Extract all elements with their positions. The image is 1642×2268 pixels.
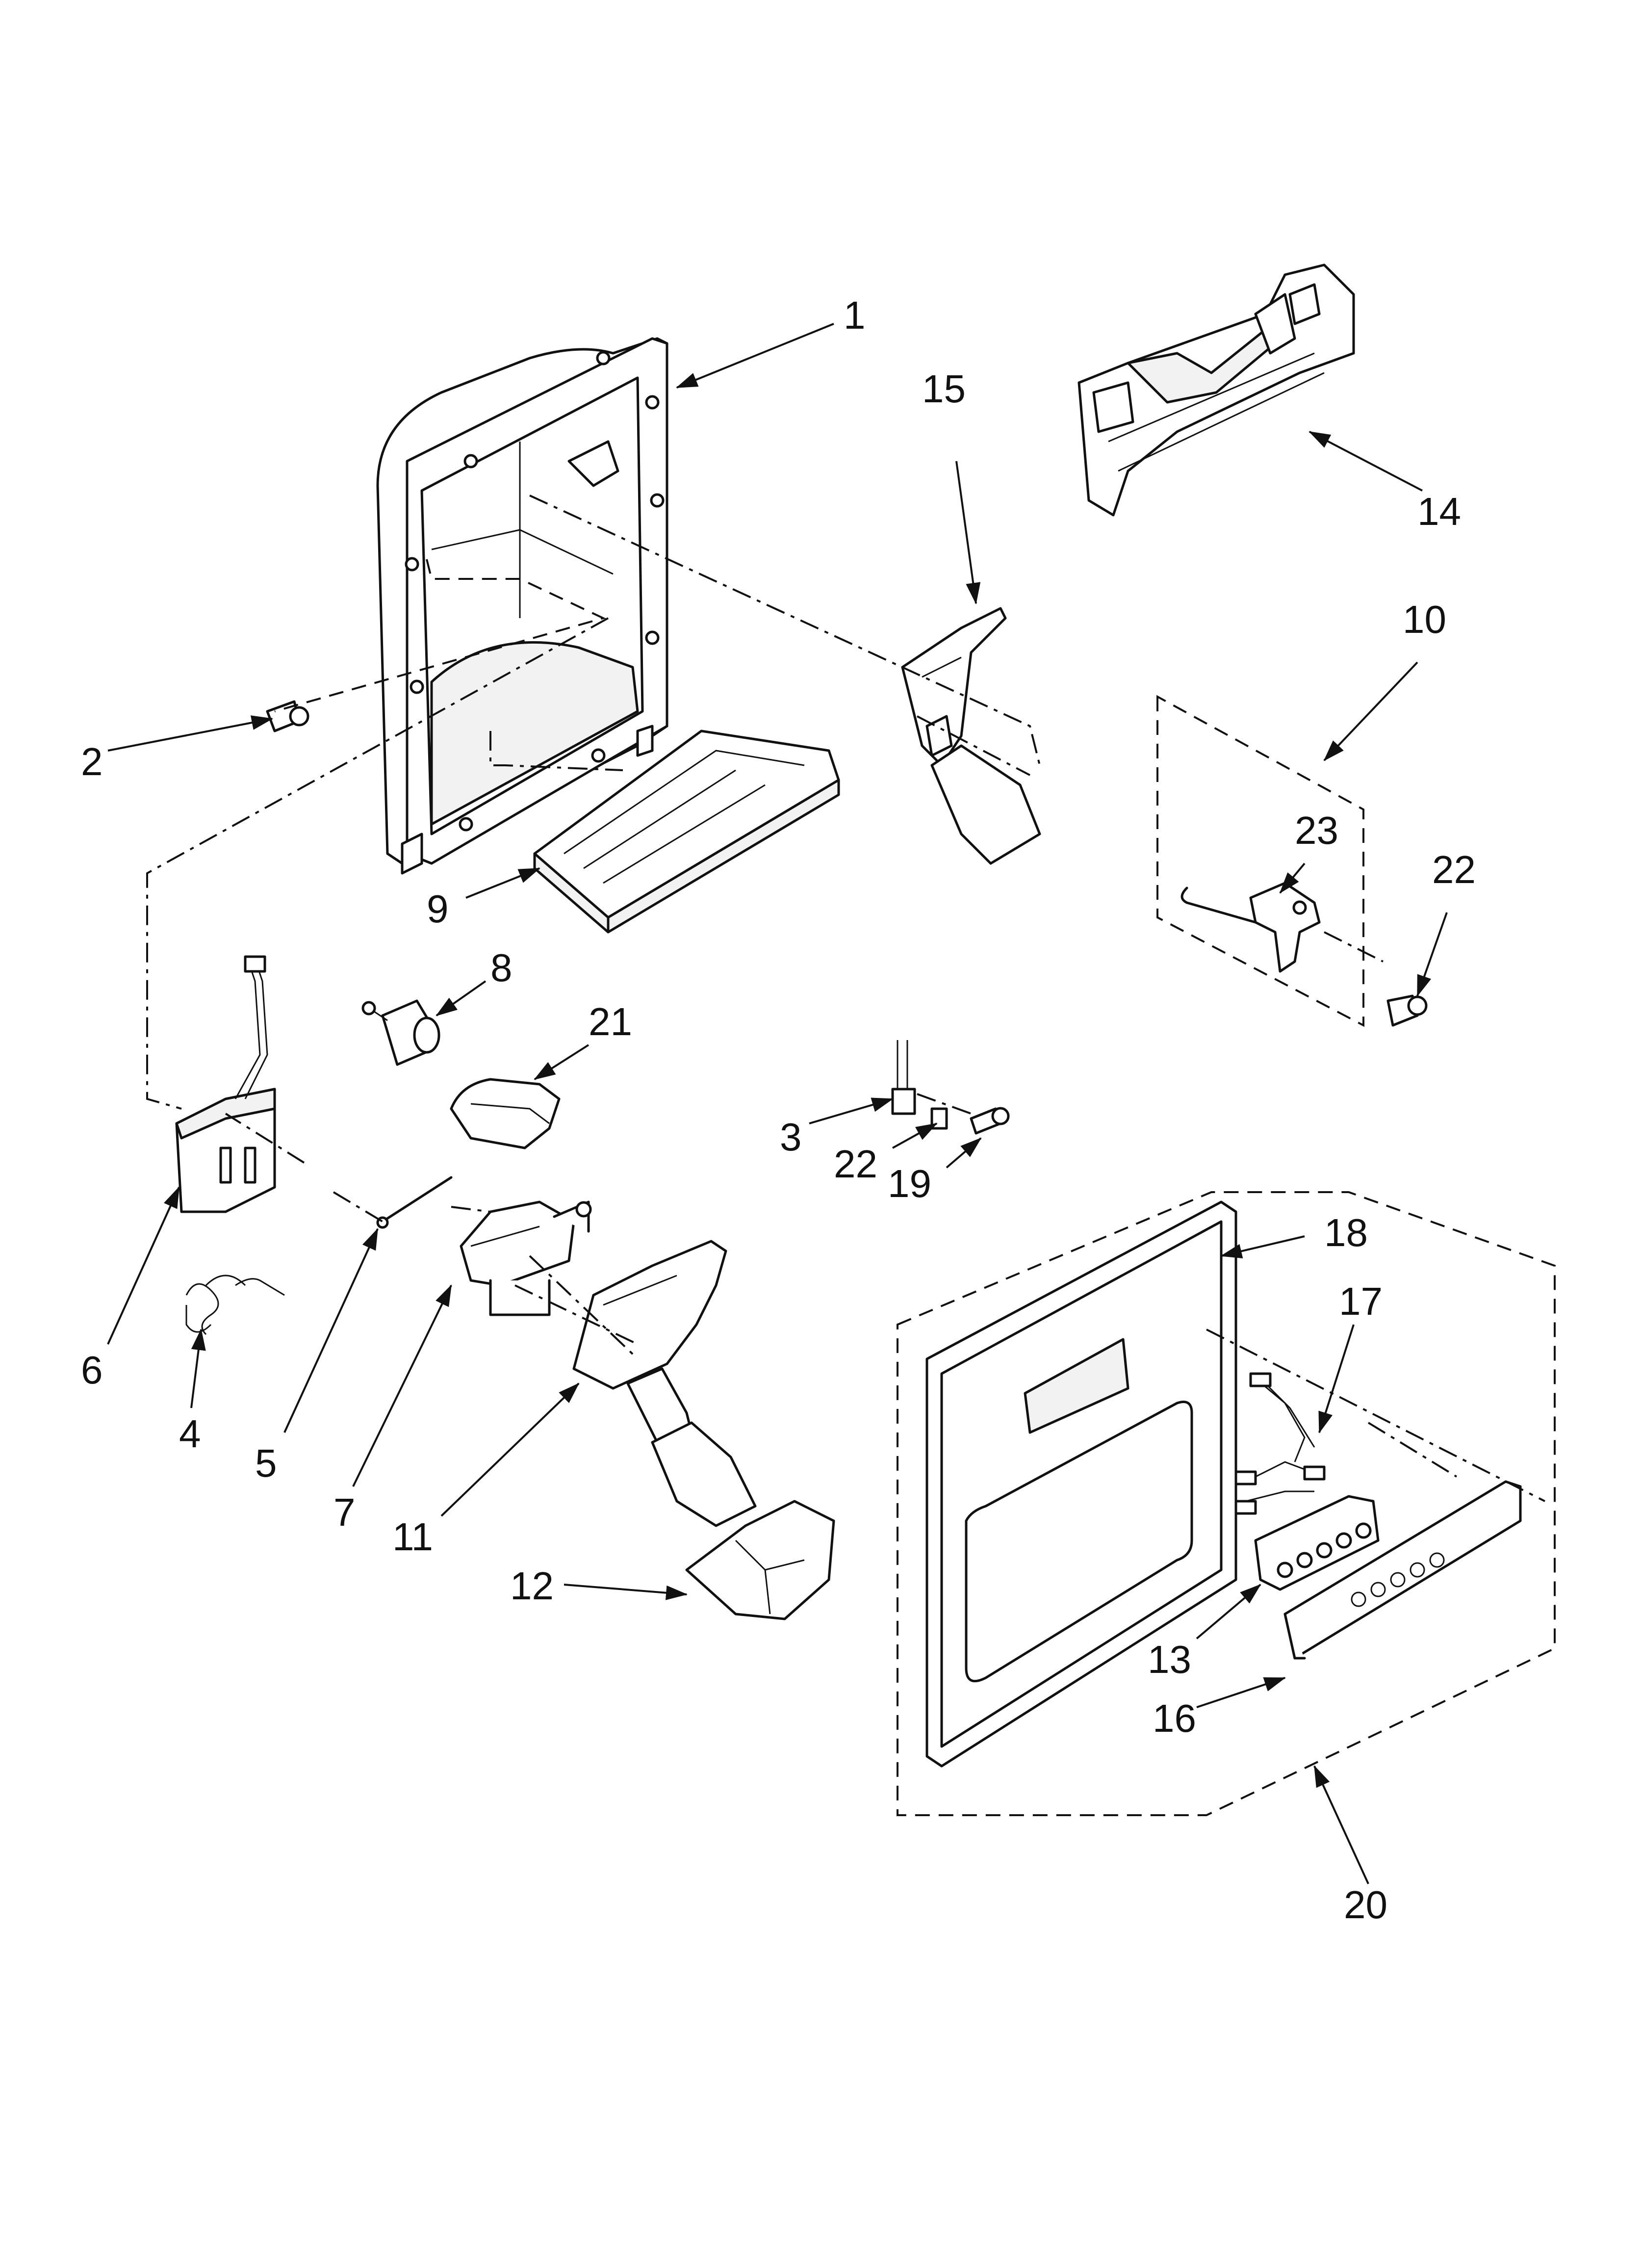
callout-labels: 1 2 3 4 5 6 7 8 9 10 11 12 13 14 15 16 1…: [81, 293, 1476, 1927]
callout-3: 3: [780, 1115, 802, 1159]
callout-23: 23: [1295, 808, 1338, 852]
drip-tray-part: [533, 730, 840, 934]
screw-2-part: [266, 700, 309, 732]
lever-switch-group: [1156, 695, 1384, 1027]
switch-part: [175, 955, 276, 1213]
ice-lever-part: [572, 1240, 757, 1527]
callout-19: 19: [888, 1162, 931, 1205]
callout-10: 10: [1403, 598, 1446, 641]
callout-16: 16: [1153, 1696, 1196, 1740]
actuator-part: [460, 1200, 592, 1316]
small-hardware-parts: [891, 1040, 1010, 1135]
callout-5: 5: [255, 1441, 277, 1485]
callout-22a: 22: [834, 1142, 877, 1186]
callout-8: 8: [490, 946, 513, 990]
callout-13: 13: [1148, 1638, 1191, 1681]
callout-9: 9: [427, 887, 449, 931]
cover-part: [450, 1078, 561, 1149]
callout-11: 11: [392, 1515, 433, 1559]
callout-21: 21: [589, 1000, 632, 1043]
leader-arrows: [107, 323, 1448, 1884]
callout-7: 7: [334, 1490, 356, 1534]
ice-chute-part: [685, 1500, 835, 1620]
dispenser-housing-part: [376, 337, 668, 875]
callout-2: 2: [81, 740, 103, 783]
callout-17: 17: [1339, 1279, 1383, 1323]
callout-1: 1: [844, 293, 866, 337]
pin-part: [376, 1176, 453, 1229]
screw-22-part: [1386, 994, 1428, 1027]
callout-4: 4: [179, 1412, 201, 1456]
water-lever-part: [901, 607, 1041, 865]
callout-22b: 22: [1432, 848, 1476, 891]
callout-6: 6: [81, 1348, 103, 1392]
callout-14: 14: [1417, 490, 1461, 533]
control-assembly-group: [897, 1191, 1556, 1816]
upper-bracket-part: [1078, 263, 1355, 517]
callout-20: 20: [1344, 1883, 1387, 1927]
assembly-lines: [146, 495, 1545, 1502]
callout-12: 12: [510, 1564, 554, 1608]
solenoid-part: [361, 999, 440, 1066]
spring-part: [185, 1275, 285, 1335]
callout-15: 15: [922, 367, 966, 411]
callout-18: 18: [1324, 1211, 1368, 1254]
